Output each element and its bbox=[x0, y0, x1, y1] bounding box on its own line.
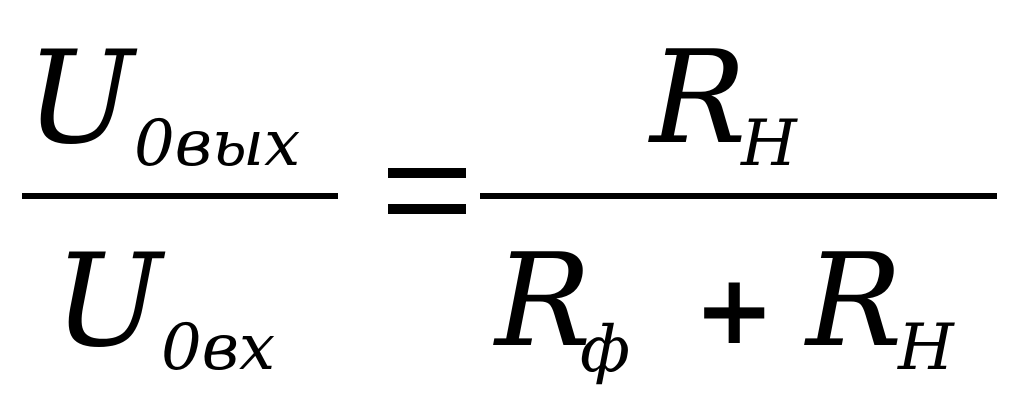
numerator-r-symbol: R bbox=[650, 24, 747, 173]
plus-sign: + bbox=[694, 254, 775, 366]
equals-sign-top bbox=[388, 168, 466, 178]
denominator-r-h-symbol: R bbox=[806, 227, 903, 376]
equals-sign-bottom bbox=[388, 204, 466, 214]
denominator-r-phi-subscript: ф bbox=[580, 313, 631, 387]
left-fraction-bar bbox=[22, 193, 338, 199]
numerator-u-symbol: U bbox=[26, 24, 134, 173]
denominator-r-phi-symbol: R bbox=[495, 227, 592, 376]
denominator-u-subscript: 0вх bbox=[161, 311, 276, 385]
right-fraction-bar bbox=[480, 193, 997, 199]
denominator-r-h-subscript: Н bbox=[898, 311, 954, 385]
denominator-u-symbol: U bbox=[54, 227, 162, 376]
numerator-r-subscript: Н bbox=[741, 107, 797, 181]
numerator-u-subscript: 0вых bbox=[134, 107, 301, 181]
